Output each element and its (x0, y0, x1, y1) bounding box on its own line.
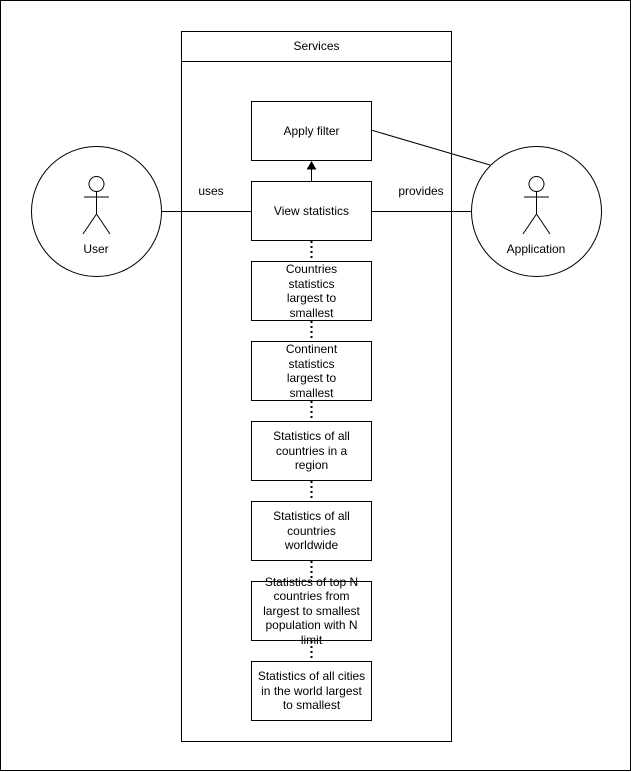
use-case-countries-stats-label: Countries statistics largest to smallest (285, 262, 338, 320)
use-case-top-n-stats-box[interactable] (251, 581, 372, 641)
use-case-worldwide-stats-box[interactable] (251, 501, 372, 561)
use-case-worldwide-stats-label: Statistics of all countries worldwide (273, 509, 350, 553)
user-stick-figure-icon (82, 176, 111, 235)
use-case-region-stats-label: Statistics of all countries in a region (273, 429, 350, 473)
use-case-region-stats-box[interactable] (251, 421, 372, 481)
use-case-view-statistics-box[interactable] (251, 181, 372, 241)
use-case-apply-filter-box[interactable] (251, 101, 372, 161)
application-stick-figure-icon (522, 176, 551, 235)
include-arrow-head (306, 160, 317, 170)
use-case-continent-stats-label: Continent statistics largest to smallest (285, 342, 338, 400)
user-actor-label: User (83, 241, 109, 256)
use-case-top-n-stats-label: Statistics of top N countries from large… (263, 574, 360, 647)
provides-edge-label: provides (398, 183, 444, 198)
use-case-cities-stats-box[interactable] (251, 661, 372, 721)
use-case-cities-stats-label: Statistics of all cities in the world la… (257, 669, 366, 713)
use-case-apply-filter-label: Apply filter (283, 123, 340, 138)
application-actor-label: Application (506, 241, 566, 256)
system-title: Services (293, 39, 340, 54)
use-case-countries-stats-box[interactable] (251, 261, 372, 321)
use-case-view-statistics-label: View statistics (273, 203, 350, 218)
application-filter-connector (370, 129, 491, 166)
use-case-continent-stats-box[interactable] (251, 341, 372, 401)
uses-edge-label: uses (198, 183, 224, 198)
